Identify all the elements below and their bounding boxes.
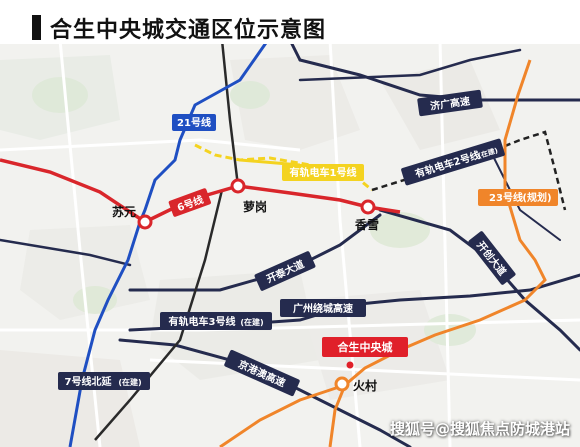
suyuan-station-marker bbox=[137, 214, 153, 230]
map-title: 合生中央城交通区位示意图 bbox=[50, 18, 327, 43]
line7-north-extension bbox=[94, 189, 224, 441]
line23-track bbox=[328, 59, 547, 447]
line7-label: 7号线北延 bbox=[65, 375, 113, 388]
line21-label: 21号线 bbox=[177, 116, 211, 129]
suyuan-station-name: 苏元 bbox=[112, 204, 136, 219]
title-bar: 合生中央城交通区位示意图 bbox=[0, 0, 580, 44]
tram1-label-box bbox=[282, 164, 364, 181]
huocun-station-name: 火村 bbox=[353, 378, 377, 393]
line23-label-box bbox=[478, 189, 558, 206]
jiguang-expressway bbox=[298, 58, 580, 102]
title-accent-bar bbox=[32, 15, 41, 40]
line6-label-box bbox=[168, 188, 211, 217]
line23-label: 23号线 bbox=[489, 191, 523, 204]
line23-west bbox=[219, 383, 346, 447]
tram3-label: 有轨电车3号线 bbox=[169, 315, 236, 328]
xiangxue-station-marker bbox=[360, 199, 376, 215]
xiangxue-station-name: 香雪 bbox=[354, 217, 379, 232]
luogang-station-name: 萝岗 bbox=[243, 199, 267, 214]
jinggangao-label-box bbox=[224, 349, 300, 397]
dark-north-line bbox=[220, 39, 240, 187]
tram2-label-box bbox=[401, 138, 505, 186]
west-road bbox=[0, 238, 132, 267]
watermark: 搜狐号@搜狐焦点防城港站 bbox=[389, 420, 570, 438]
tram3-label-box bbox=[160, 312, 272, 330]
kaitai-label-box bbox=[254, 251, 316, 291]
east-road bbox=[489, 149, 561, 241]
line21-track bbox=[68, 39, 270, 447]
tram3-note: (在建) bbox=[240, 317, 263, 327]
line7-note: (在建) bbox=[118, 377, 141, 387]
guangzhou-ring-label-box bbox=[280, 299, 366, 317]
line6-track bbox=[0, 158, 401, 225]
line21-label-box bbox=[172, 114, 216, 131]
line23-note: (规划) bbox=[522, 191, 551, 204]
huocun-station-marker bbox=[334, 376, 350, 392]
guangzhou-ring-label: 广州绕城高速 bbox=[293, 302, 353, 315]
project-label: 合生中央城 bbox=[338, 340, 393, 354]
line7-label-box bbox=[58, 372, 150, 390]
northeast-road bbox=[298, 48, 522, 82]
luogang-station-marker bbox=[230, 178, 246, 194]
project-label-box bbox=[322, 337, 408, 357]
tram1-label: 有轨电车1号线 bbox=[290, 166, 357, 179]
station-markers bbox=[137, 178, 376, 392]
jiguang-label-box bbox=[417, 89, 483, 117]
station-names: 苏元 萝岗 香雪 火村 bbox=[112, 199, 379, 393]
project-location-dot bbox=[346, 361, 354, 369]
kaichuang-label-box bbox=[468, 231, 516, 285]
